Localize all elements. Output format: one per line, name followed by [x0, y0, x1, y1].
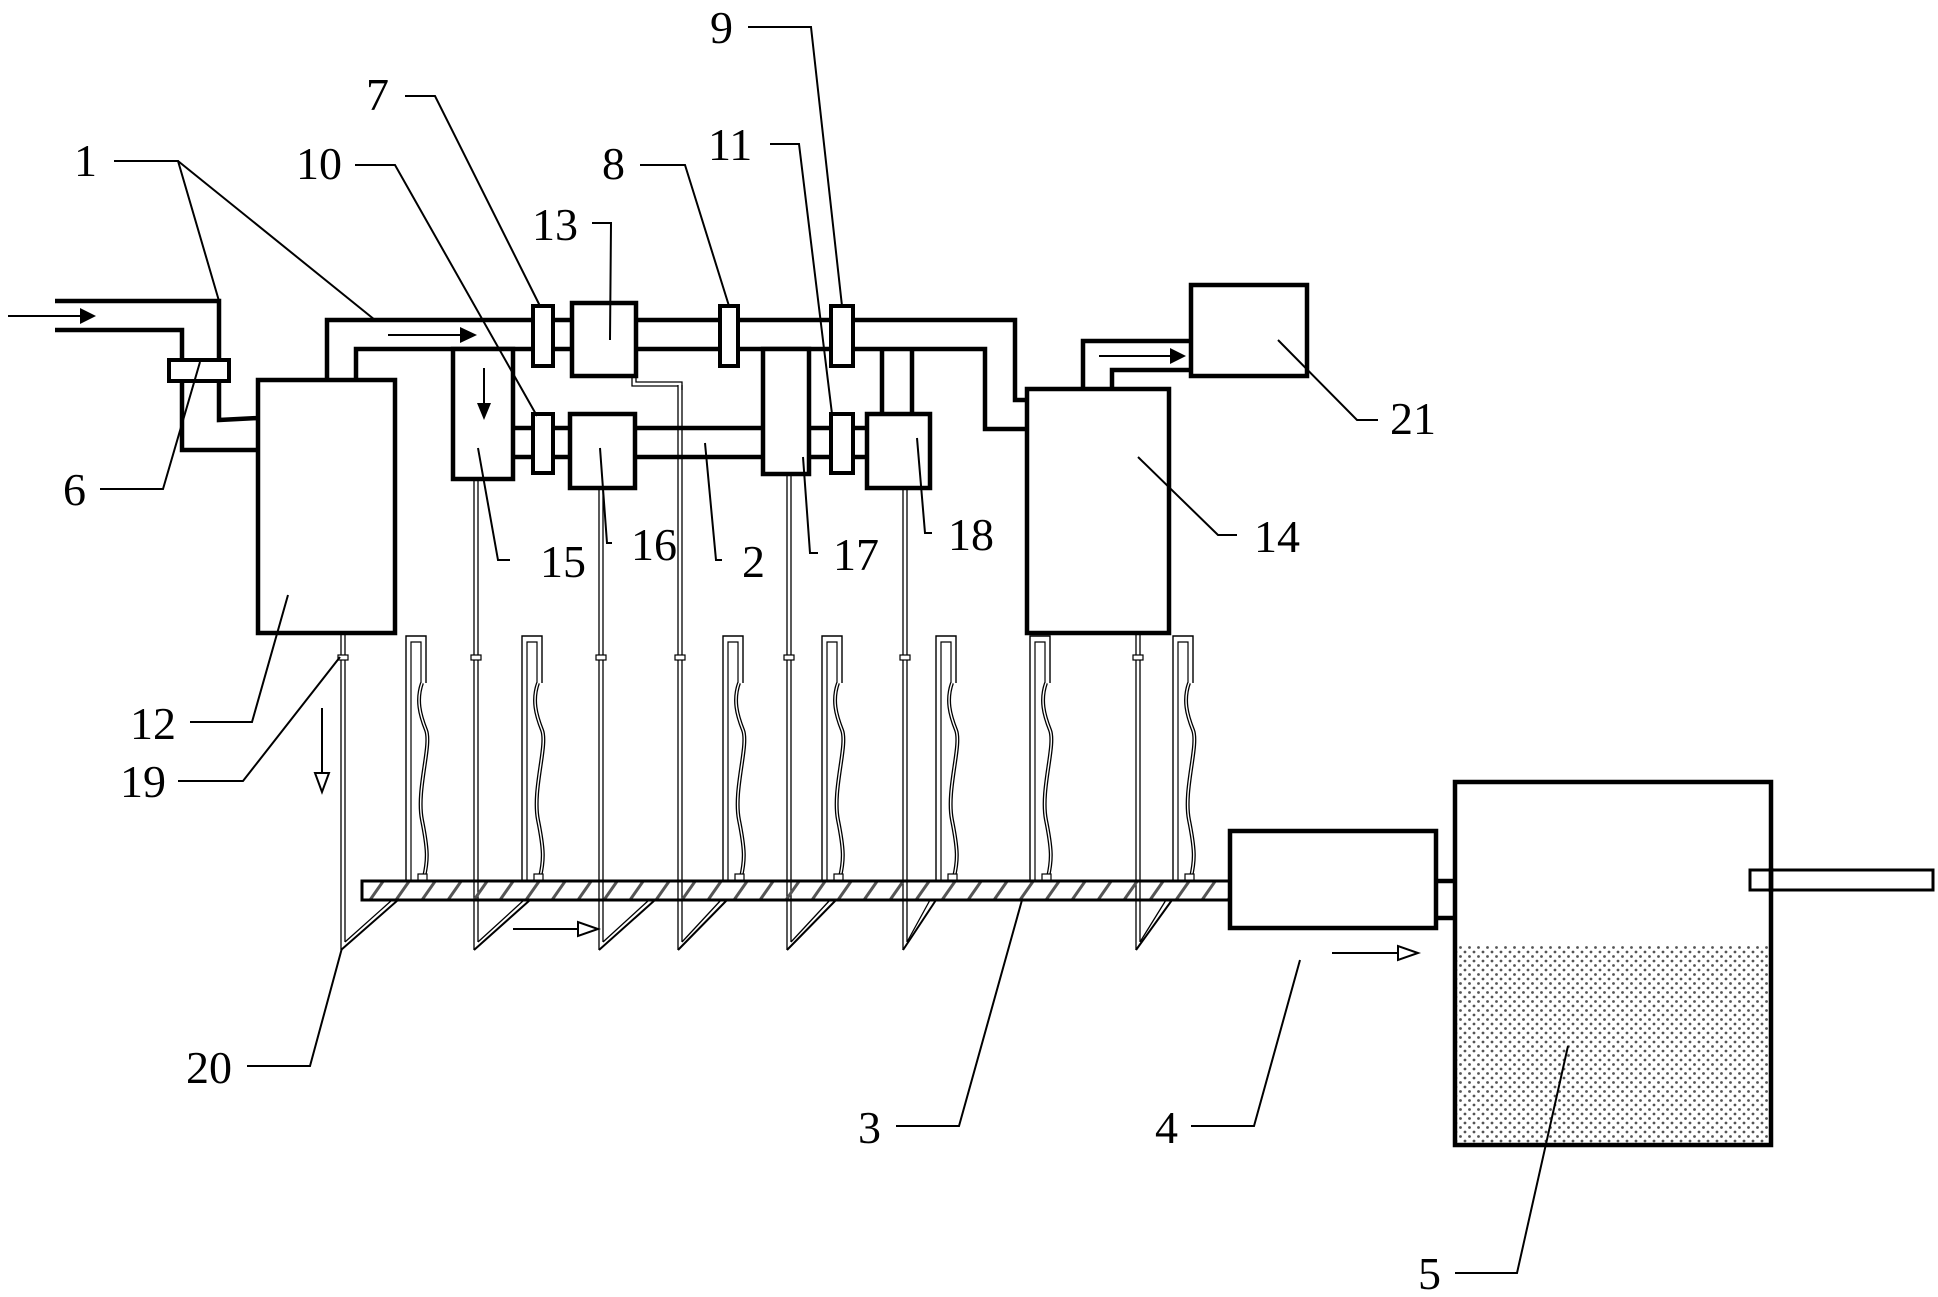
- heater-u-tube: [1034, 641, 1046, 881]
- capillary-connector: [1132, 654, 1144, 661]
- upper-valve-b: [718, 304, 740, 368]
- label-5: 5: [1418, 1248, 1441, 1297]
- tank-outlet-pipe: [1748, 868, 1935, 892]
- nozzle-probe: [790, 899, 831, 943]
- inlet-flow-arrow: [8, 308, 96, 324]
- label-7: 7: [366, 69, 389, 120]
- upper-unit: [569, 300, 639, 379]
- discharge-flow-arrow: [1332, 944, 1422, 962]
- drop-flow-arrow: [313, 708, 331, 795]
- label-6: 6: [63, 464, 86, 515]
- capillary-connector: [674, 654, 686, 661]
- heater-element-core: [534, 682, 545, 878]
- label-11: 11: [708, 119, 752, 170]
- heater-u-tube: [1172, 635, 1194, 881]
- label-19: 19: [120, 756, 166, 807]
- branch-flow-arrow: [477, 368, 491, 420]
- label-8: 8: [602, 138, 625, 189]
- capillary-layer: [337, 376, 1197, 951]
- nozzle-probe: [906, 899, 931, 943]
- outlet-connector: [1436, 878, 1455, 921]
- label-17: 17: [833, 529, 879, 580]
- upper-valve-a: [531, 304, 555, 368]
- collection-tank: [1452, 779, 1774, 1148]
- capillary-connector: [470, 654, 482, 661]
- label-3: 3: [858, 1102, 881, 1153]
- heater-u-tube: [826, 641, 838, 881]
- end-chamber: [1024, 386, 1172, 636]
- capillary-tube: [631, 376, 678, 387]
- nozzle-probe: [340, 899, 399, 951]
- lower-valve-b: [829, 412, 855, 475]
- label-4: 4: [1155, 1102, 1178, 1153]
- capillary-connector: [595, 654, 607, 661]
- label-12: 12: [130, 698, 176, 749]
- lower-manifold: [513, 349, 915, 460]
- nozzle-probe: [902, 899, 937, 951]
- conveyor: [360, 879, 1232, 902]
- nozzle-probe: [477, 899, 525, 943]
- nozzle-probe: [598, 899, 656, 951]
- capillary-connector: [783, 654, 795, 661]
- label-2: 2: [742, 536, 765, 587]
- heater-u-tube: [821, 635, 843, 881]
- nozzle-probe: [473, 899, 531, 951]
- heater-u-tube: [405, 635, 427, 881]
- heater-element-core: [418, 682, 429, 878]
- heater-u-tube: [940, 641, 952, 881]
- label-13: 13: [532, 199, 578, 250]
- label-18: 18: [948, 509, 994, 560]
- branch-unit-b: [760, 346, 812, 477]
- conveyor-flow-arrow: [513, 920, 602, 938]
- first-chamber: [255, 377, 398, 636]
- capillary-connector: [337, 654, 349, 661]
- capillary-connector: [899, 654, 911, 661]
- inlet-valve: [167, 358, 231, 383]
- nozzle-probe: [786, 899, 837, 951]
- heater-u-tube: [1029, 635, 1051, 881]
- nozzle-probe: [602, 899, 650, 943]
- heater-element-core: [948, 682, 959, 878]
- capillary-tube: [635, 376, 683, 390]
- heater-u-tube: [935, 635, 957, 881]
- outlet-unit: [1227, 828, 1439, 931]
- lower-valve-a: [531, 412, 555, 475]
- label-9: 9: [710, 2, 733, 53]
- heater-element-core: [735, 682, 746, 878]
- label-21: 21: [1390, 393, 1436, 444]
- label-14: 14: [1254, 511, 1300, 562]
- label-1: 1: [74, 135, 97, 186]
- heater-element-core: [1185, 682, 1196, 878]
- manifold-flow-arrow: [388, 327, 477, 343]
- label-15: 15: [540, 536, 586, 587]
- label-20: 20: [186, 1042, 232, 1093]
- tank-liquid: [1457, 945, 1769, 1143]
- upper-valve-c: [829, 304, 855, 368]
- heater-element-core: [1042, 682, 1053, 878]
- exhaust-pipe: [1080, 338, 1191, 389]
- heater-u-tube: [727, 641, 739, 881]
- heater-u-tube: [526, 641, 538, 881]
- heater-u-tube: [410, 641, 422, 881]
- label-16: 16: [631, 519, 677, 570]
- heater-u-tube: [1177, 641, 1189, 881]
- label-10: 10: [296, 138, 342, 189]
- nozzle-probe: [677, 899, 728, 951]
- exhaust-flow-arrow: [1099, 348, 1186, 364]
- heater-u-tube: [722, 635, 744, 881]
- heater-element-core: [834, 682, 845, 878]
- exhaust-unit: [1188, 282, 1310, 379]
- nozzle-probe: [1135, 899, 1173, 951]
- nozzle-probe: [344, 899, 393, 943]
- nozzle-probe: [681, 899, 722, 943]
- nozzle-probe: [1139, 899, 1167, 943]
- leader-lines: [100, 26, 1569, 1274]
- heater-u-tube: [521, 635, 543, 881]
